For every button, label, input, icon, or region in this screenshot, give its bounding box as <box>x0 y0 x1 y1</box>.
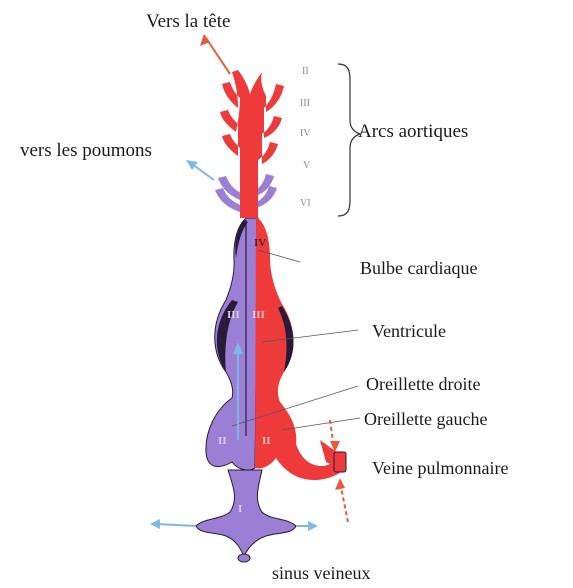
numeral-ventricle-left: III <box>227 309 240 321</box>
arrow-sinus-left <box>156 524 196 526</box>
arch-numeral-6: VI <box>300 198 311 209</box>
arrow-sinus-left-tip <box>150 519 160 529</box>
arch-numeral-5: V <box>303 160 311 171</box>
leader-oreillette-gauche <box>282 418 360 430</box>
purple-chamber-body <box>206 218 258 470</box>
pulmonary-vein-end <box>334 452 346 472</box>
arrow-lungs-tip <box>186 160 198 170</box>
numeral-sinus: I <box>238 503 242 515</box>
arrow-head-tip <box>200 34 210 46</box>
arrow-lungs-line <box>192 164 214 180</box>
arrow-head-line <box>206 38 230 74</box>
label-vers-la-tete: Vers la tête <box>146 12 230 31</box>
label-ventricule: Ventricule <box>372 322 446 340</box>
numeral-atrium-left: II <box>218 435 227 447</box>
arcs-brace <box>338 64 360 216</box>
arch-numerals: II III IV V VI <box>300 66 311 209</box>
label-oreillette-droite: Oreillette droite <box>366 375 480 393</box>
arch-numeral-3: III <box>300 98 310 109</box>
sinus-bottom-blob <box>238 554 250 562</box>
label-bulbe-cardiaque: Bulbe cardiaque <box>360 259 477 277</box>
label-sinus-veineux: sinus veineux <box>272 564 371 582</box>
numeral-atrium-right: II <box>262 435 271 447</box>
label-oreillette-gauche: Oreillette gauche <box>364 410 487 428</box>
arrow-sinus-right-tip <box>308 521 318 531</box>
numeral-bulbe: IV <box>254 237 266 249</box>
label-vers-les-poumons: vers les poumons <box>20 141 152 160</box>
arch-numeral-4: IV <box>300 128 311 139</box>
label-veine-pulmonnaire: Veine pulmonnaire <box>372 459 508 477</box>
arrow-vein-in-tip <box>335 478 345 490</box>
aortic-arches <box>220 70 284 218</box>
label-arcs-aortiques: Arcs aortiques <box>358 122 468 141</box>
arch-numeral-2: II <box>302 66 309 77</box>
sinus-venosus <box>196 470 296 556</box>
numeral-ventricle-right: III <box>252 309 265 321</box>
